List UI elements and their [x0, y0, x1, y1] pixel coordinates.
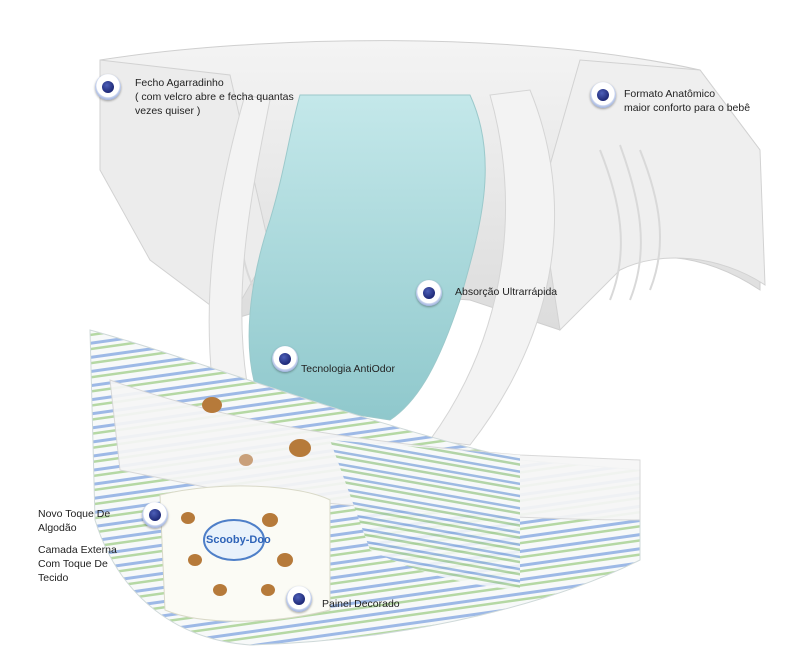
callout-fecho-line3: vezes quiser ) [135, 105, 201, 117]
marker-tecnologia [272, 346, 298, 372]
callout-toque-line4: Com Toque De [38, 558, 108, 570]
callout-absorcao-title: Absorção Ultrarrápida [455, 286, 558, 298]
absorbent-core [248, 94, 486, 421]
puppy-prints [181, 397, 311, 596]
callout-toque-line1: Novo Toque De [38, 508, 111, 520]
callout-fecho-title: Fecho Agarradinho [135, 77, 224, 89]
right-ear [539, 59, 766, 332]
callout-painel: Painel Decorado [322, 597, 400, 611]
right-leg-cuff [429, 89, 556, 446]
marker-fecho [95, 74, 121, 100]
marker-formato [590, 82, 616, 108]
callout-formato: Formato Anatômico maior conforto para o … [624, 87, 750, 115]
callout-formato-title: Formato Anatômico [624, 88, 716, 100]
marker-absorcao [416, 280, 442, 306]
callout-tecnologia: Tecnologia AntiOdor [301, 362, 395, 376]
marker-dot [102, 81, 114, 93]
side-stripes [330, 440, 520, 590]
marker-dot [597, 89, 609, 101]
marker-painel [286, 586, 312, 612]
callout-fecho: Fecho Agarradinho ( com velcro abre e fe… [135, 76, 294, 118]
brand-logo-text: Scooby-Doo [206, 534, 271, 546]
brand-logo-oval [203, 519, 265, 561]
callout-toque: Novo Toque De Algodão Camada Externa Com… [38, 507, 117, 585]
callout-toque-line2: Algodão [38, 522, 77, 534]
callout-toque-line3: Camada Externa [38, 544, 117, 556]
callout-fecho-line2: ( com velcro abre e fecha quantas [135, 91, 294, 103]
marker-dot [293, 593, 305, 605]
callout-painel-title: Painel Decorado [322, 598, 400, 610]
callout-toque-line5: Tecido [38, 572, 69, 584]
callout-formato-line2: maior conforto para o bebê [624, 102, 751, 114]
marker-dot [279, 353, 291, 365]
marker-dot [149, 509, 161, 521]
callout-absorcao: Absorção Ultrarrápida [455, 285, 557, 299]
callout-tecnologia-title: Tecnologia AntiOdor [301, 363, 395, 375]
marker-toque [142, 502, 168, 528]
marker-dot [423, 287, 435, 299]
